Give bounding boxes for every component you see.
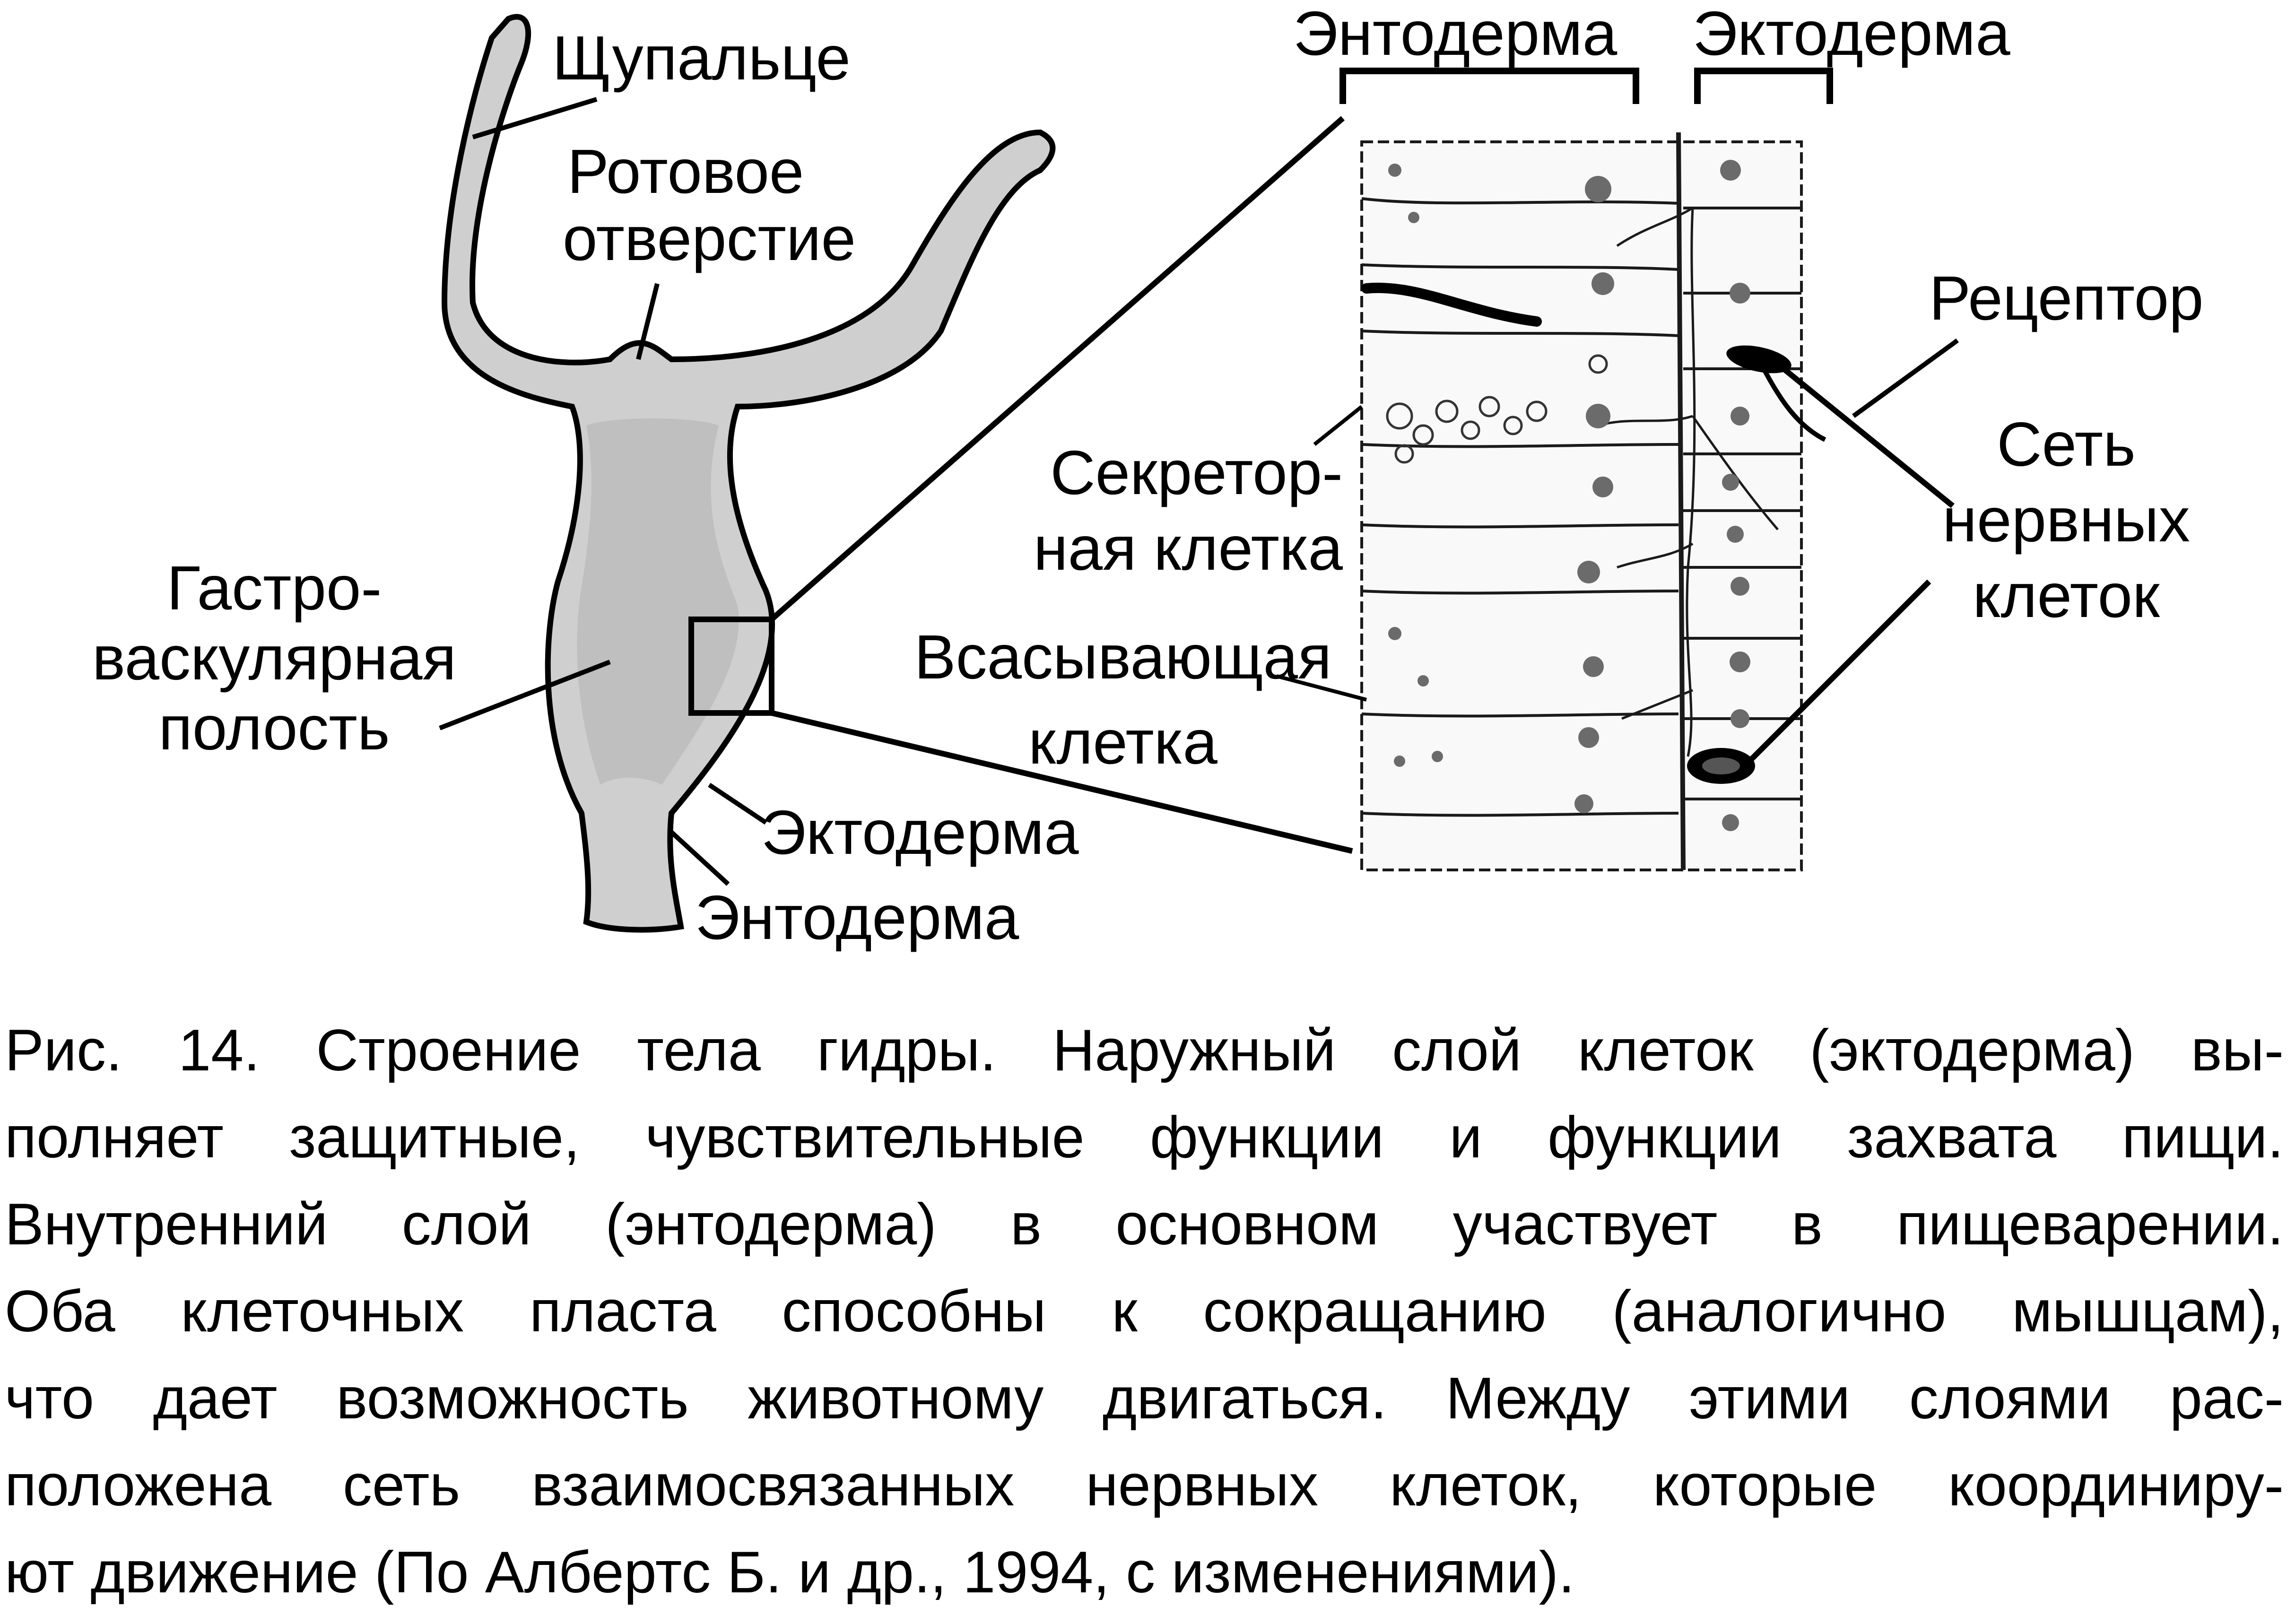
label-secretory-line1: Секретор- [1050,438,1343,507]
receptor-leader [1852,338,1959,418]
label-ectoderm-body: Эктодерма [761,798,1079,867]
caption-line-5: что дает возможность животному двигаться… [5,1366,2284,1431]
label-endoderm-top: Энтодерма [1293,0,1618,68]
label-endoderm-body: Энтодерма [695,883,1019,952]
muscle-cell [1361,282,1542,327]
label-ectoderm-top: Эктодерма [1693,0,2010,68]
label-nerve-line3: клеток [1973,561,2160,630]
label-gastro-line1: Гастро- [166,553,382,623]
label-gastro-line2: васкулярная [92,623,457,693]
absorbing-leader [1276,674,1367,702]
label-tentacle: Щупальце [552,23,851,93]
label-nerve-line1: Сеть [1997,409,2136,479]
label-nerve-line2: нервных [1942,485,2190,555]
label-gastro-line3: полость [158,693,390,763]
zoom-line-bottom [771,710,1353,854]
hydra-illustration [439,14,1959,933]
gastrovascular-cavity [577,418,739,785]
gastro-leader [439,660,611,730]
label-nerve-net: Сеть нервных клеток [1920,407,2213,634]
caption-line-6: положена сеть взаимосвязанных нервных кл… [5,1453,2284,1518]
figure-caption: Рис. 14. Строение тела гидры. Наружный с… [5,1007,2284,1616]
label-receptor: Рецептор [1929,263,2204,333]
ectoderm-body-leader [708,782,767,825]
label-absorbing-line2: клетка [1028,707,1218,777]
secretory-granules [1386,354,1608,464]
label-absorbing-line1: Всасывающая [914,622,1332,692]
label-gastrovascular-cavity: Гастро- васкулярная полость [76,553,473,763]
nerve-net-leader-upper [1776,362,1955,508]
secretory-leader [1313,405,1363,446]
label-secretory-line2: ная клетка [1033,513,1343,583]
label-mouth-line2: отверстие [563,204,856,273]
caption-line-4: Оба клеточных пласта способны к сокращан… [5,1279,2284,1344]
endoderm-body-leader [670,830,730,886]
zoom-line-top [770,116,1345,622]
caption-line-3: Внутренний слой (энтодерма) в основном у… [5,1192,2284,1257]
ectoderm-bracket [1694,68,1833,104]
label-mouth: Ротовое отверстие [563,137,856,273]
receptor-process [1757,358,1826,442]
nerve-cell-inner [1702,757,1740,774]
label-secretory-cell: Секретор- ная клетка [983,435,1343,586]
cell-nuclei [1388,160,1750,831]
nerve-net-leader-lower [1747,579,1931,764]
mouth-leader [636,283,660,360]
tentacle-leader [472,97,598,139]
zoom-box [688,617,774,716]
label-mouth-line1: Ротовое [567,137,804,206]
caption-line-1: Рис. 14. Строение тела гидры. Наружный с… [5,1018,2284,1083]
caption-line-2: полняет защитные, чувствительные функции… [5,1105,2284,1170]
hydra-diagram: Щупальце Ротовое отверстие Гастро- васку… [76,0,2213,952]
caption-line-7: ют движение (По Албертс Б. и др., 1994, … [5,1540,1575,1605]
endoderm-bracket [1339,68,1639,104]
label-absorbing-cell: Всасывающая клетка [884,615,1362,785]
